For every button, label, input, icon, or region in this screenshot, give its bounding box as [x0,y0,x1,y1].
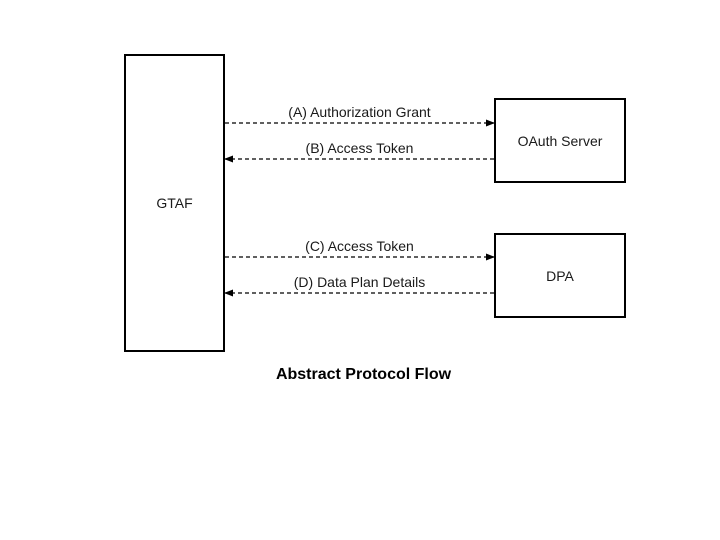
flow-d-label: (D) Data Plan Details [293,274,426,290]
flow-a-label: (A) Authorization Grant [288,104,431,120]
dpa-node-label: DPA [546,267,574,284]
gtaf-node: GTAF [124,54,225,352]
oauth-server-node: OAuth Server [494,98,626,183]
diagram-title: Abstract Protocol Flow [275,366,452,383]
flow-b-label: (B) Access Token [305,140,414,156]
oauth-server-node-label: OAuth Server [517,132,603,149]
dpa-node: DPA [494,233,626,318]
flow-c-label: (C) Access Token [305,238,414,254]
gtaf-node-label: GTAF [156,195,193,211]
